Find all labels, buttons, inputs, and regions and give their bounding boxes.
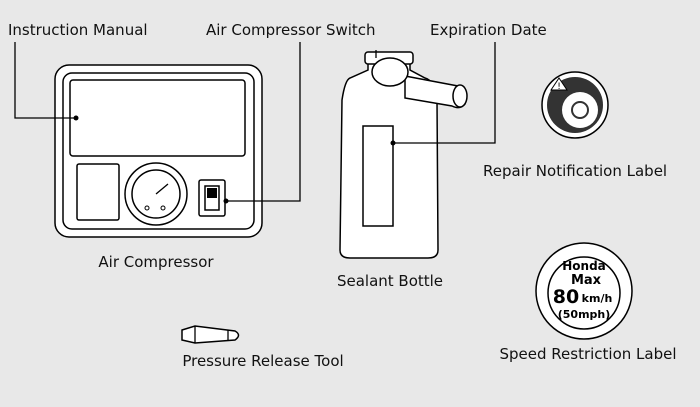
leader-instruction-manual [14, 42, 75, 119]
pressure-gauge [124, 162, 188, 226]
leader-expiration [393, 42, 496, 144]
leader-switch [226, 42, 301, 202]
label-expiration-date: Expiration Date [430, 21, 547, 39]
mph-text: (50mph) [558, 308, 611, 321]
repair-notification-sticker: ! [541, 71, 609, 139]
sealant-bottle [339, 50, 468, 259]
label-speed-restriction: Speed Restriction Label [499, 345, 676, 363]
speed-unit: km/h [582, 292, 613, 305]
svg-text:!: ! [557, 82, 561, 92]
max-text: Max [571, 273, 602, 288]
air-compressor [54, 64, 263, 238]
speed-value: 80 [553, 286, 579, 308]
label-instruction-manual: Instruction Manual [8, 21, 148, 39]
label-air-compressor-switch: Air Compressor Switch [206, 21, 376, 39]
instruction-manual [69, 79, 246, 157]
label-air-compressor: Air Compressor [98, 253, 214, 271]
brand-text: Honda [562, 259, 606, 273]
air-compressor-switch [198, 179, 226, 217]
label-sealant-bottle: Sealant Bottle [337, 272, 443, 290]
label-pressure-release-tool: Pressure Release Tool [182, 352, 343, 370]
label-repair-notification: Repair Notification Label [483, 162, 667, 180]
speed-restriction-sticker: Honda Max 80 km/h (50mph) [535, 242, 633, 340]
pressure-release-tool [181, 325, 240, 344]
